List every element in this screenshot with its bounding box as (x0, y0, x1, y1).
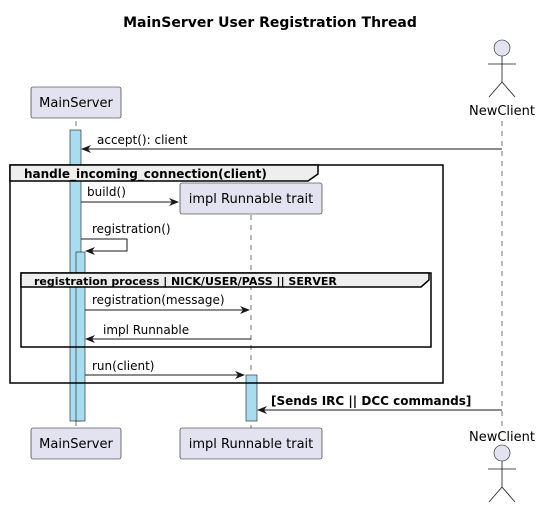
frame-inner-label: registration process | NICK/USER/PASS ||… (34, 275, 337, 288)
participant-runnable-created-label: impl Runnable trait (189, 192, 314, 207)
actor-head-icon (493, 444, 511, 462)
participant-mainserver-bottom-label: MainServer (39, 437, 113, 452)
participant-mainserver-top-label: MainServer (39, 96, 113, 111)
participant-runnable-created[interactable]: impl Runnable trait (179, 182, 323, 215)
actor-newclient-bottom-label: NewClient (469, 430, 535, 445)
frame-registration-process: registration process | NICK/USER/PASS ||… (20, 272, 432, 348)
message-registration-message-label: registration(message) (92, 293, 225, 307)
diagram-title: MainServer User Registration Thread (123, 15, 417, 31)
actor-newclient-bottom[interactable]: NewClient (469, 430, 535, 503)
message-accept-label: accept(): client (97, 133, 188, 147)
frame-handle-incoming-connection: handle_incoming_connection(client) (9, 164, 444, 384)
message-run-label: run(client) (92, 359, 154, 373)
participant-mainserver-bottom[interactable]: MainServer (30, 427, 122, 460)
message-sends-label: [Sends IRC || DCC commands] (271, 394, 471, 408)
activation-runnable (245, 374, 258, 422)
actor-newclient-top[interactable]: NewClient (469, 39, 535, 119)
actor-newclient-top-label: NewClient (469, 104, 535, 119)
participant-runnable-bottom-label: impl Runnable trait (189, 437, 314, 452)
message-registration-label: registration() (92, 222, 171, 236)
message-build-label: build() (87, 185, 126, 199)
message-impl-runnable-label: impl Runnable (103, 323, 189, 337)
participant-runnable-bottom[interactable]: impl Runnable trait (179, 427, 323, 460)
message-registration-self-arrow (81, 238, 128, 255)
participant-mainserver-top[interactable]: MainServer (30, 86, 122, 119)
frame-outer-label: handle_incoming_connection(client) (24, 167, 267, 182)
actor-head-icon (493, 39, 511, 57)
